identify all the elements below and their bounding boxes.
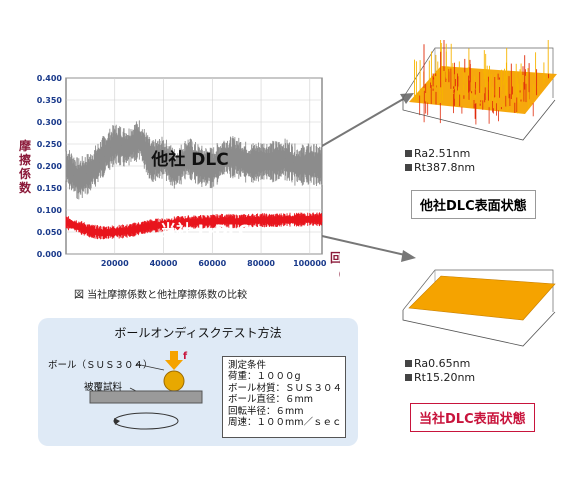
arrow-to-our-surface bbox=[321, 235, 406, 256]
condition-ball-diameter: ボール直径：６mm bbox=[228, 394, 314, 406]
y-tick-label-1: 0.050 bbox=[37, 228, 63, 237]
y-axis-label-char: 係 bbox=[19, 166, 31, 181]
condition-heading: 測定条件 bbox=[228, 360, 267, 371]
condition-peripheral-speed: 周速：１００mm／ｓｅｃ bbox=[228, 417, 342, 429]
x-tick-label-4: 100000 bbox=[293, 259, 327, 268]
y-tick-label-6: 0.300 bbox=[37, 118, 63, 127]
force-label: f bbox=[183, 351, 188, 362]
measurement-conditions: 測定条件 荷重：１０００g ボール材質：ＳＵＳ３０４ ボール直径：６mm 回転半… bbox=[222, 356, 346, 438]
friction-chart: 0.000 0.050 0.100 0.150 0.200 0.250 0.300 0.350… bbox=[19, 74, 340, 281]
series-line-0 bbox=[65, 138, 323, 181]
y-tick-label-0: 0.000 bbox=[37, 250, 63, 259]
test-method-title: ボールオンディスクテスト方法 bbox=[114, 326, 282, 340]
y-tick-label-7: 0.350 bbox=[37, 96, 63, 105]
our-ra-value: Ra0.65nm bbox=[405, 357, 470, 370]
x-tick-labels: 20000 40000 60000 80000 100000 bbox=[101, 259, 327, 268]
bullet-square-icon bbox=[405, 164, 412, 171]
test-method-box: ボールオンディスクテスト方法 ボール（ＳＵＳ３０４） f 被覆試料 測定条件 荷… bbox=[38, 318, 358, 446]
series-line-1 bbox=[65, 218, 322, 234]
other-ra-text: Ra2.51nm bbox=[414, 147, 471, 160]
rotation-arrow-icon bbox=[113, 412, 179, 430]
arrow-head-ours-icon bbox=[401, 250, 416, 262]
arrow-head-other-icon bbox=[400, 93, 414, 104]
other-surface-title: 他社DLC表面状態 bbox=[411, 190, 536, 219]
force-arrow-icon bbox=[165, 351, 183, 370]
series-label-our-ldlc: 当社 L-DLC bbox=[160, 221, 250, 240]
y-axis-label-char: 擦 bbox=[19, 152, 31, 167]
ball-leader-line bbox=[135, 363, 165, 371]
chart-plot-area: 0.000 0.050 0.100 0.150 0.200 0.250 0.300 0.350… bbox=[37, 74, 327, 268]
other-ra-value: Ra2.51nm bbox=[405, 147, 470, 160]
sample-label: 被覆試料 bbox=[84, 382, 123, 393]
bullet-square-icon bbox=[405, 150, 412, 157]
y-axis-label-char: 摩 bbox=[19, 138, 31, 153]
disk-sample-icon bbox=[89, 390, 203, 404]
condition-ball-material: ボール材質：ＳＵＳ３０４ bbox=[228, 382, 343, 394]
x-tick-label-1: 40000 bbox=[150, 259, 178, 268]
series-label-other-dlc: 他社 DLC bbox=[150, 149, 228, 170]
condition-load: 荷重：１０００g bbox=[228, 371, 301, 383]
rotation-arrow-head-icon bbox=[114, 418, 120, 425]
other-surface-3d-map bbox=[402, 40, 557, 141]
y-tick-label-4: 0.200 bbox=[37, 162, 63, 171]
test-setup-diagram bbox=[89, 351, 203, 430]
other-rt-text: Rt387.8nm bbox=[414, 161, 476, 174]
y-axis-label: 摩擦係数 bbox=[19, 138, 32, 195]
our-surface-3d-map bbox=[402, 269, 556, 347]
other-surface-spikes bbox=[414, 40, 549, 125]
y-axis-label-char: 数 bbox=[19, 180, 32, 195]
other-rt-value: Rt387.8nm bbox=[405, 161, 475, 174]
chart-caption: 図 当社摩擦係数と他社摩擦係数の比較 bbox=[74, 290, 248, 301]
bullet-square-icon bbox=[405, 374, 412, 381]
other-3d-base bbox=[402, 98, 556, 141]
our-3d-frame bbox=[402, 269, 554, 312]
our-3d-base bbox=[402, 310, 556, 347]
bullet-square-icon bbox=[405, 360, 412, 367]
our-surface-plane bbox=[408, 275, 556, 321]
our-rt-text: Rt15.20nm bbox=[414, 371, 476, 384]
x-tick-label-0: 20000 bbox=[101, 259, 129, 268]
y-tick-label-2: 0.100 bbox=[37, 206, 63, 215]
y-tick-labels: 0.000 0.050 0.100 0.150 0.200 0.250 0.300 0.350… bbox=[37, 74, 63, 259]
x-axis-unit: （回） bbox=[332, 267, 340, 281]
y-tick-label-3: 0.150 bbox=[37, 184, 63, 193]
condition-rotation-radius: 回転半径：６mm bbox=[228, 405, 304, 417]
x-axis-label: 回転数 bbox=[330, 250, 340, 265]
ball-label: ボール（ＳＵＳ３０４） bbox=[48, 360, 153, 371]
our-ra-text: Ra0.65nm bbox=[414, 357, 471, 370]
other-3d-frame bbox=[402, 47, 554, 99]
our-rt-value: Rt15.20nm bbox=[405, 371, 475, 384]
x-tick-label-3: 80000 bbox=[247, 259, 275, 268]
our-surface-title: 当社DLC表面状態 bbox=[410, 403, 535, 432]
x-tick-label-2: 60000 bbox=[198, 259, 226, 268]
series-layer bbox=[65, 120, 323, 240]
y-tick-label-5: 0.250 bbox=[37, 140, 63, 149]
y-tick-label-8: 0.400 bbox=[37, 74, 63, 83]
arrow-to-other-surface bbox=[321, 97, 406, 147]
